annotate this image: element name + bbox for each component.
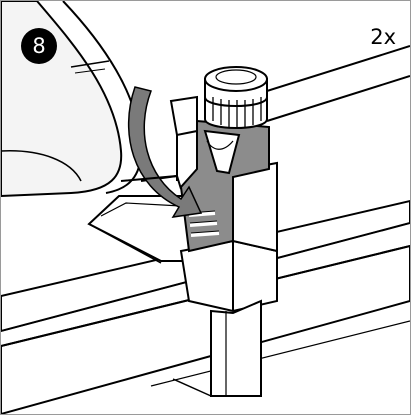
step-number-badge: 8 (21, 28, 57, 64)
base-plate (87, 195, 192, 264)
curved-arrow-icon (127, 86, 203, 218)
holder-block (172, 161, 278, 397)
step-number: 8 (32, 33, 46, 58)
side-bracket (120, 95, 198, 190)
gray-clip (179, 119, 270, 253)
machine-housing (1, 1, 143, 198)
knob (204, 66, 268, 129)
quantity-label: 2x (370, 25, 396, 49)
